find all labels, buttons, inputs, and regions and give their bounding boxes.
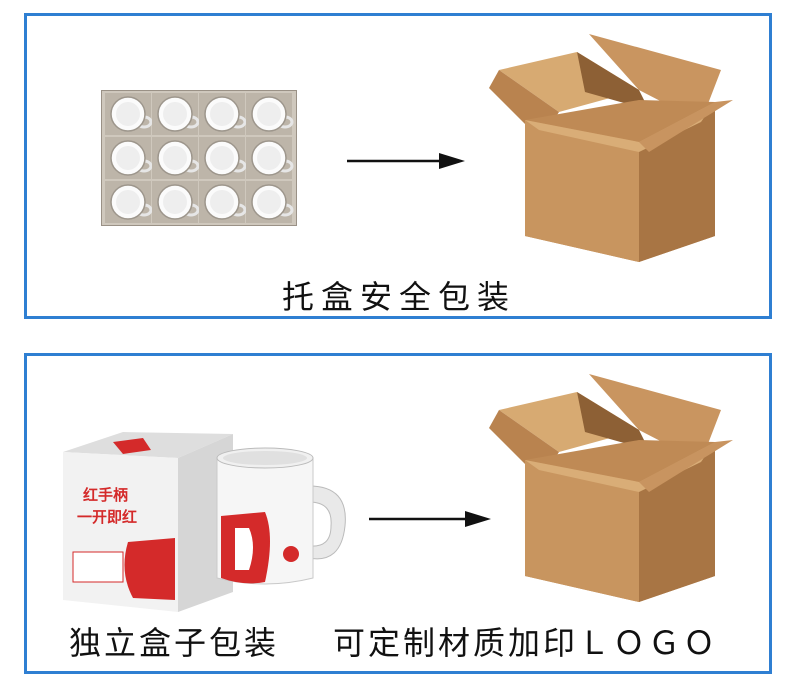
tray-packaging-caption: 托盒安全包装 <box>282 278 517 316</box>
cardboard-box-icon <box>489 34 733 262</box>
arrow-right-icon <box>369 511 491 527</box>
custom-logo-caption: 可定制材质加印ＬＯＧＯ <box>333 624 719 662</box>
mug-image <box>216 447 346 585</box>
box-text-line2: 一开即红 <box>77 508 138 526</box>
mug-tray-image <box>101 90 297 226</box>
individual-box-panel: 红手柄 一开即红 独立盒子包装 可定制材质加印ＬＯＧＯ <box>24 353 772 674</box>
box-text-line1: 红手柄 <box>83 486 129 504</box>
individual-box-caption: 独立盒子包装 <box>69 624 280 662</box>
cardboard-box-icon <box>489 374 733 602</box>
tray-packaging-panel: 托盒安全包装 <box>24 13 772 319</box>
arrow-right-icon <box>347 153 465 169</box>
